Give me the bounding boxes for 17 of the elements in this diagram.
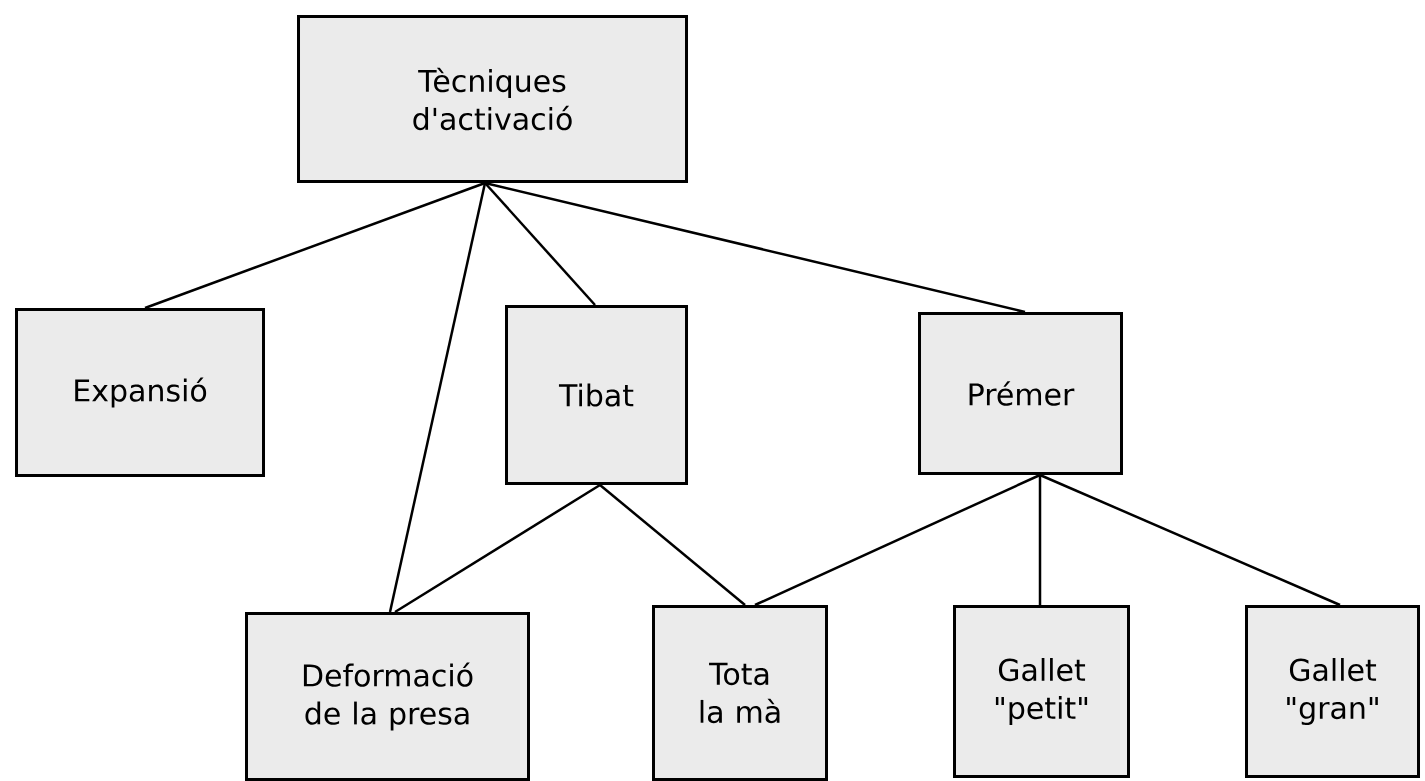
process-box: Gallet "gran": [1245, 605, 1420, 778]
connector-line: [1038, 475, 1042, 605]
connector-line: [484, 181, 1026, 314]
process-box: Tota la mà: [652, 605, 828, 781]
process-box: Gallet "petit": [953, 605, 1130, 778]
process-box: Prémer: [918, 312, 1123, 475]
process-box: Tècniques d'activació: [297, 15, 688, 183]
process-box: Deformació de la presa: [245, 612, 530, 781]
connector-line: [484, 182, 596, 306]
connector-line: [599, 484, 746, 606]
process-box: Tibat: [505, 305, 688, 485]
connector-line: [754, 473, 1041, 607]
process-box: Expansió: [15, 308, 265, 477]
connector-line: [144, 181, 486, 310]
connector-line: [1039, 473, 1341, 607]
connector-line: [388, 182, 487, 613]
connector-line: [394, 483, 601, 614]
